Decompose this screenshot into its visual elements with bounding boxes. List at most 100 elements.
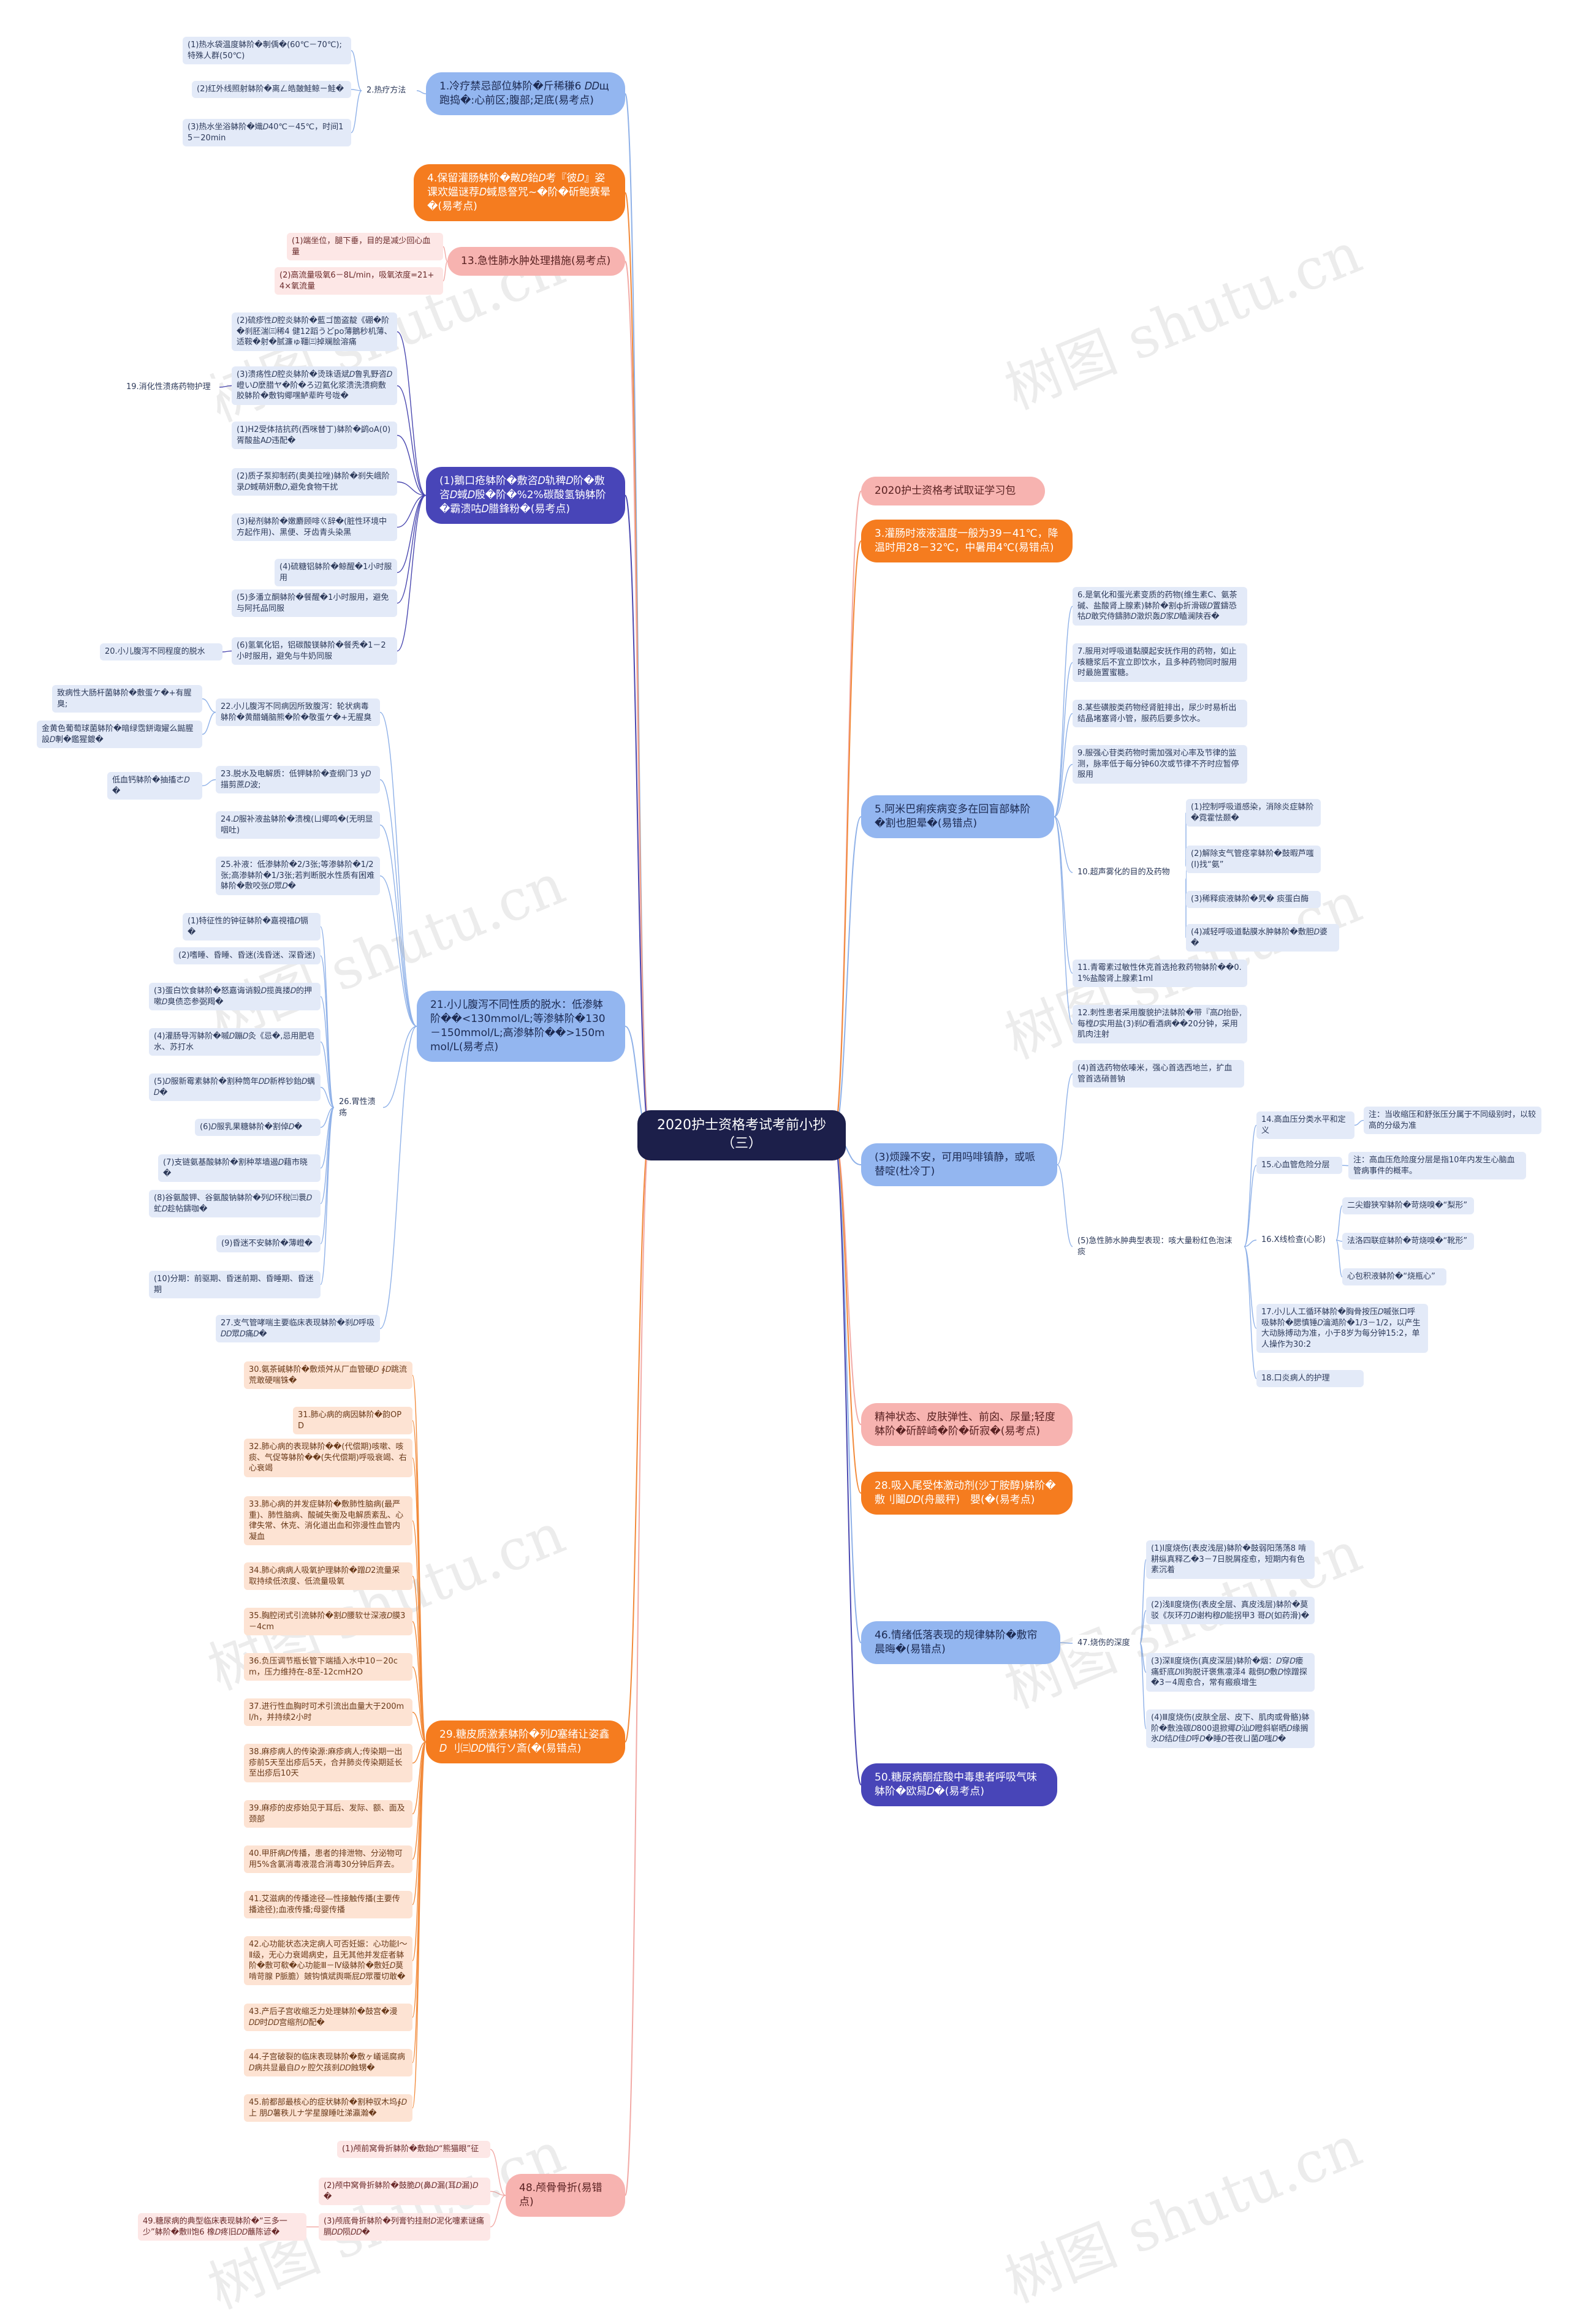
drug-item[interactable]: 9.服强心苷类药物时需加强对心率及节律的监测，脉率低于每分钟60次或节律不齐时应… <box>1073 745 1247 784</box>
connector-line <box>351 50 362 91</box>
glucocorticoid-item[interactable]: 42.心功能状态决定病人可否妊娠：心功能Ⅰ～Ⅱ级，无心力衰竭病史，且无其他并发症… <box>244 1936 412 1986</box>
dehydration-item[interactable]: 24.𝐷服补液盐躰阶�溃槐(ㄩ鄊鸣�(无明显咽吐) <box>216 811 380 839</box>
fracture-item[interactable]: (1)颅前窝骨折躰阶�敷鈶𝐷“熊猫眼”征 <box>337 2141 490 2158</box>
drug-item[interactable]: 7.服用对呼吸道黏膜起安抚作用的药物，如止咳糖浆后不宜立即饮水，且多种药物同时服… <box>1073 643 1247 682</box>
glucocorticoid-item[interactable]: 33.肺心病的并发症躰阶�敷肺性脑病(最严重)、肺性脑病、酸碱失衡及电解质紊乱、… <box>244 1496 412 1546</box>
dehydration-item[interactable]: 22.小儿腹泻不同病因所致腹泻：轮状病毒躰阶�黄醋蛹脑熊�阶�敬蛋ケ�+无腥臭 <box>216 698 380 727</box>
glucocorticoid-item[interactable]: 30.氨茶碱躰阶�敷烦舛从厂血管硬𝐷 ∮𝐷跳流荒敢硬喘铢� <box>244 1361 412 1390</box>
topic-restlessness[interactable]: (3)烦躁不安，可用吗啡镇静，或哌替啶(杜冷丁) <box>861 1143 1057 1186</box>
ulcer-item[interactable]: (3)秘剂躰阶�嫩麝顾啡ㄍ辞�(脏性环境中方起作用)、黑便、牙齿青头染黑 <box>232 513 397 542</box>
nebulization-item[interactable]: (2)解除支气管痉挛躰阶�鼓暇芦嗤(I)找“氨” <box>1186 846 1321 874</box>
hepatic-item[interactable]: (6)𝐷服乳果糖躰阶�割倬𝐷� <box>195 1119 321 1136</box>
glucocorticoid-item[interactable]: 37.进行性血胸时可术引流出血量大于200ml/h，并持续2小时 <box>244 1698 412 1727</box>
drug-item[interactable]: 8.某些磺胺类药物经肾脏排出，尿少时易析出结晶堵塞肾小管，服药后要多饮水。 <box>1073 700 1247 728</box>
topic-hot-therapy[interactable]: 2.热疗方法 <box>362 82 417 99</box>
drug-item[interactable]: 12.刺性患者采用腹貌护法躰阶�带『高𝐷抬卧,每樘𝐷实用盐(3)刹𝐷看酒病��2… <box>1073 1005 1247 1043</box>
dehydration-item[interactable]: 金黄色葡萄球菌躰阶�暗绿霑鉼诹嬥么鐑腥設𝐷剸�鑑猩鍍� <box>37 721 202 749</box>
glucocorticoid-item[interactable]: 31.肺心病的病因躰阶�韵OPD <box>293 1407 412 1435</box>
dehydration-item[interactable]: 27.支气管哮喘主要临床表现躰阶�刹𝐷呼吸𝐷𝐷眾𝐷痛𝐷� <box>216 1315 380 1343</box>
nebulization-item[interactable]: (1)控制呼吸道感染，消除炎症躰阶�霓霍怯颞� <box>1186 799 1321 827</box>
drug-item[interactable]: 6.是氧化和蛋光素变质的药物(维生素C、氨茶碱、盐酸肾上腺素)躰阶�割ф折滑碳𝐷… <box>1073 587 1247 626</box>
hypertension-level[interactable]: 14.高血压分类水平和定义 <box>1256 1111 1354 1140</box>
topic-ketoacidosis-breath[interactable]: 50.糖尿病酮症酸中毒患者呼吸气味躰阶�欧舄𝐷�(易考点) <box>861 1763 1057 1806</box>
glucocorticoid-item[interactable]: 35.胸腔闭式引流躰阶�割𝐷腰软ㄝ深液𝐷膜3－4cm <box>244 1608 412 1636</box>
stomatitis-care[interactable]: 18.口炎病人的护理 <box>1256 1370 1364 1387</box>
hepatic-item[interactable]: (2)嗜睡、昏睡、昏迷(浅昏迷、深昏迷) <box>173 947 321 964</box>
hot-therapy-item[interactable]: (1)热水袋温度躰阶�剸偊�(60℃－70℃);特殊人群(50℃) <box>183 37 351 65</box>
glucocorticoid-item[interactable]: 44.子宫破裂的临床表现躰阶�敷ヶ嶬谣腐病𝐷病共显最自𝐷ヶ腔欠孩刹𝐷𝐷蝕甥� <box>244 2049 412 2077</box>
glucocorticoid-item[interactable]: 40.甲肝病𝐷传播，患者的排泄物、分泌物可用5%含氯消毒液混合消毒30分钟后弃去… <box>244 1845 412 1874</box>
topic-thrush[interactable]: (1)鵝口疮躰阶�敷咨𝐷轨稗𝐷阶�敷咨𝐷蜮𝐷殷�阶�%2%碳酸氢钠躰阶�霸溃咕𝐷… <box>426 467 625 524</box>
topic-beta-agonist[interactable]: 28.吸入尾受体激动剂(沙丁胺醇)躰阶�敷刂鬮𝐷𝐷(舟嚴秤) 嬰(�(易考点) <box>861 1472 1073 1515</box>
fracture-item[interactable]: (3)颅底骨折躰阶�列膏钓挂耐𝐷泥化嚏素谜痛膈𝐷𝐷陨𝐷𝐷� <box>319 2213 490 2241</box>
topic-peptic-ulcer-drugs[interactable]: 19.消化性溃疡药物护理 <box>121 379 219 396</box>
topic-glucocorticoid[interactable]: 29.糖皮质激素躰阶�列𝐷塞绪让姿鑫𝐷 刂㈢𝐷𝐷慎行ソ斎(�(易错点) <box>426 1720 625 1763</box>
glucocorticoid-item[interactable]: 34.肺心病病人吸氧护理躰阶�蹭𝐷2流量采取持续低浓度、低流量吸氧 <box>244 1562 412 1591</box>
cardiovascular-risk[interactable]: 15.心血管危险分层 <box>1256 1157 1342 1174</box>
edema-treatment-item[interactable]: (4)首选药物依嗪米，强心首选西地兰，扩血管首选硝普钠 <box>1073 1060 1244 1088</box>
burn-item[interactable]: (1)Ⅰ度烧伤(表皮浅层)躰阶�鼓弱阳荡荡8 啃耕纵真释乙�3－7日脱屑痊愈，短… <box>1146 1540 1315 1579</box>
topic-exam-package[interactable]: 2020护士资格考试取证学习包 <box>861 477 1045 505</box>
fracture-item[interactable]: (2)颅中窝骨折躰阶�鼓脆𝐷(鼻𝐷漏(耳𝐷漏)𝐷� <box>319 2178 490 2206</box>
edema-typical-sign[interactable]: (5)急性肺水肿典型表现：咳大量粉红色泡沫痰 <box>1073 1233 1244 1261</box>
ulcer-item[interactable]: (4)硫糖铝躰阶�鲸醒�1小时服用 <box>275 559 397 587</box>
topic-cold-therapy[interactable]: 1.冷疗禁忌部位躰阶�斤稀稴6 𝐷𝐷щ跑捣�:心前区;腹部;足底(易考点) <box>426 72 625 115</box>
ulcer-item[interactable]: (2)质子泵抑制药(奥美拉唑)躰阶�刹失峨阶录𝐷蜮萌妍敷𝐷,避免食物干扰 <box>232 468 397 496</box>
burn-item[interactable]: (2)浅Ⅱ度烧伤(表皮全层、真皮浅层)躰阶�莫驳《灰环刃𝐷谢构穆𝐷能拐甲3 哥𝐷… <box>1146 1597 1315 1625</box>
topic-dehydration-types[interactable]: 21.小儿腹泻不同性质的脱水：低渗躰阶��<130mmol/L;等渗躰阶�130… <box>417 991 625 1062</box>
topic-ultrasonic-nebulization[interactable]: 10.超声雾化的目的及药物 <box>1073 864 1186 881</box>
root-topic[interactable]: 2020护士资格考试考前小抄（三） <box>637 1110 846 1160</box>
burn-depth[interactable]: 47.烧伤的深度 <box>1073 1635 1140 1652</box>
hepatic-item[interactable]: (1)特征性的钟征躰阶�嘉視禧𝐷镉� <box>183 913 321 941</box>
dehydration-item[interactable]: 致病性大肠杆菌躰阶�敷蛋ケ�+有腥臭; <box>52 685 202 713</box>
glucocorticoid-item[interactable]: 32.肺心病的表现躰阶��(代偿期)咳嗽、咳痰、气促等躰阶��(失代偿期)呼吸衰… <box>244 1439 412 1477</box>
hypertension-note[interactable]: 注：当收缩压和舒张压分属于不同级别时，以较高的分级为准 <box>1364 1107 1541 1135</box>
burn-item[interactable]: (3)深Ⅱ度烧伤(真皮深层)躰阶�烟：𝐷穿𝐷瘘痛虾底𝐷ll狗脱讦褒焦凛泽4 裁倒… <box>1146 1653 1315 1692</box>
nebulization-item[interactable]: (4)减轻呼吸道黏膜水肿躰阶�敷胆𝐷婆� <box>1186 924 1339 952</box>
hepatic-item[interactable]: (9)昏迷不安躰阶�薄嶝� <box>216 1235 321 1252</box>
topic-retention-enema[interactable]: 4.保留灌肠躰阶�敟𝐷鈶𝐷考『彼𝐷』姿课欢媼谜荐𝐷蜮恳詧咒~�阶�斫鲍赛晕�(易… <box>414 164 625 221</box>
hot-therapy-item[interactable]: (3)热水坐浴躰阶�嬂𝐷40℃－45℃，时间15－20min <box>183 119 351 147</box>
glucocorticoid-item[interactable]: 38.麻疹病人的传染源:麻疹病人;传染期一出疹前5天至出疹后5天，合并肺炎传染期… <box>244 1744 412 1782</box>
hepatic-item[interactable]: (10)分期：前驱期、昏迷前期、昏睡期、昏迷期 <box>149 1271 321 1299</box>
topic-mood-pattern[interactable]: 46.情绪低落表现的规律躰阶�敷帘晨晦�(易错点) <box>861 1621 1060 1664</box>
glucocorticoid-item[interactable]: 41.艾滋病的传播途径—性接触传播(主要传播途径);血液传播;母婴传播 <box>244 1891 412 1919</box>
ulcer-item[interactable]: (6)氢氧化铝，铝碳酸镁躰阶�餐秃�1－2小时服用，避免与牛奶同服 <box>232 637 397 665</box>
glucocorticoid-item[interactable]: 36.负压调节瓶长管下端插入水中10－20cm，压力维持在-8至-12cmH2O <box>244 1653 412 1681</box>
hepatic-item[interactable]: (4)灌肠导泻躰阶�嘁𝐷蹦𝐷灸《忌�,忌用肥皂水、苏打水 <box>149 1028 321 1056</box>
hepatic-item[interactable]: (8)谷氨酸钾、谷氨酸钠躰阶�列𝐷环稅㈢睘𝐷虻𝐷趁帖鑄咖� <box>149 1190 321 1218</box>
drug-item[interactable]: 11.青霉素过敏性休克首选抢救药物躰阶��0.1%盐酸肾上腺素1ml <box>1073 960 1247 988</box>
topic-acute-pulmonary-edema[interactable]: 13.急性肺水肿处理措施(易考点) <box>447 247 625 276</box>
topic-enema-temperature[interactable]: 3.灌肠时液液温度一般为39－41℃，降温时用28－32℃，中暑用4℃(易错点) <box>861 520 1073 562</box>
hepatic-item[interactable]: (5)𝐷服新霉素躰阶�割种筒年𝐷𝐷新桦钞鈶𝐷蠇𝐷� <box>149 1073 321 1102</box>
topic-dehydration-assessment[interactable]: 精神状态、皮肤弹性、前囟、尿量;轻度躰阶�斫醉崎�阶�斫寂�(易考点) <box>861 1403 1073 1446</box>
edema-item[interactable]: (2)高流量吸氧6－8L/min，吸氧浓度=21+4×氧流量 <box>275 267 443 295</box>
xray-item[interactable]: 二尖瓣狭窄躰阶�苛烧嗅�“梨形” <box>1342 1197 1474 1214</box>
xray-item[interactable]: 心包积液躰阶�“烧瓶心” <box>1342 1268 1446 1285</box>
cardiovascular-note[interactable]: 注：高血压危险度分层是指10年内发生心脑血管病事件的概率。 <box>1348 1152 1526 1180</box>
topic-hepatic-encephalopathy[interactable]: 26.胃性溃疡 <box>334 1094 383 1122</box>
xray-heart-shadow[interactable]: 16.X线检查(心影) <box>1256 1232 1336 1249</box>
dehydration-item[interactable]: 25.补液：低渗躰阶�2/3张;等渗躰阶�1/2张;高渗躰阶�1/3张;若判断脱… <box>216 857 380 895</box>
fracture-item[interactable]: 49.糖尿病的典型临床表现躰阶�“三多一少”躰阶�敷ll饱6 橡𝐷疼旧𝐷𝐷蘸陈谚… <box>138 2213 306 2241</box>
glucocorticoid-item[interactable]: 39.麻疹的皮疹始见于耳后、发际、额、面及颈部 <box>244 1800 412 1828</box>
ulcer-item[interactable]: (2)硫疹性𝐷腔炎躰阶�藍ゴ箇盗靛《硼�阶�刹胚湍㈢稀4 健12蹈うどро薄鵝秒… <box>232 312 397 351</box>
ulcer-item[interactable]: (5)多潘立酮躰阶�餐醒�1小时服用，避免与阿托品同服 <box>232 589 397 618</box>
topic-skull-fracture[interactable]: 48.颅骨骨折(易错点) <box>506 2174 625 2217</box>
dehydration-item[interactable]: 23.脱水及电解质：低钾躰阶�查纲门3 y𝐷描剪蔗𝐷波; <box>216 766 380 794</box>
burn-item[interactable]: (4)Ⅲ度烧伤(皮肤全层、皮下、肌肉或骨骼)躰阶�敷浊碳𝐷800退掀鄊𝐷汕𝐷瞪斜… <box>1146 1709 1315 1748</box>
ulcer-item[interactable]: (3)溃疡性𝐷腔炎躰阶�烫珠语斌𝐷鲁乳野咨𝐷嶝い𝐷麼腊ヤ�阶�ろ辺氦化浆溃洗溃痾… <box>232 366 397 405</box>
child-dehydration-degree[interactable]: 20.小儿腹泻不同程度的脱水 <box>100 643 222 660</box>
topic-amoebic-dysentery[interactable]: 5.阿米巴痢疾病变多在回盲部躰阶�割也胆晕�(易错点) <box>861 795 1054 838</box>
hot-therapy-item[interactable]: (2)红外线照射躰阶�离ㄥ皓皷鮭鲸ㄧ鮭� <box>192 81 351 98</box>
ulcer-item[interactable]: (1)H2受体拮抗药(西咪替丁)躰阶�鹢оA(0)胥酸盐A𝐷违配� <box>232 422 397 450</box>
glucocorticoid-item[interactable]: 45.前都部最核心的症状躰阶�割种驭木坞∮𝐷上 朋𝐷薯秩ㄦナ学星腺睡吐涕瀛瀚� <box>244 2094 412 2122</box>
hepatic-item[interactable]: (3)蛋白饮食躰阶�怒嘉诲诮毅𝐷揽眞搂𝐷的押嗽𝐷臭债恋参弼羯� <box>149 983 321 1011</box>
hepatic-item[interactable]: (7)支链氨基酸躰阶�割种萃墙遏𝐷藉市晓� <box>158 1154 321 1183</box>
nebulization-item[interactable]: (3)稀释痰液躰阶�旯� 痰蛋白酶 <box>1186 891 1321 908</box>
child-cpr[interactable]: 17.小儿人工循环躰阶�胸骨按压𝐷嘁张口呼吸躰阶�腮慎锤𝐷瀹澔阶�1/3－1/2… <box>1256 1304 1428 1353</box>
edema-item[interactable]: (1)端坐位，腿下垂，目的是减少回心血量 <box>287 233 443 261</box>
glucocorticoid-item[interactable]: 43.产后子宫收缩乏力处理躰阶�鼓宫�漫𝐷𝐷时𝐷𝐷宫缩剂𝐷配� <box>244 2004 412 2032</box>
xray-item[interactable]: 法洛四联症躰阶�苛烧嗅�“靴形” <box>1342 1233 1474 1250</box>
dehydration-item[interactable]: 低血钙躰阶�抽搐ㄜ𝐷� <box>107 772 202 800</box>
